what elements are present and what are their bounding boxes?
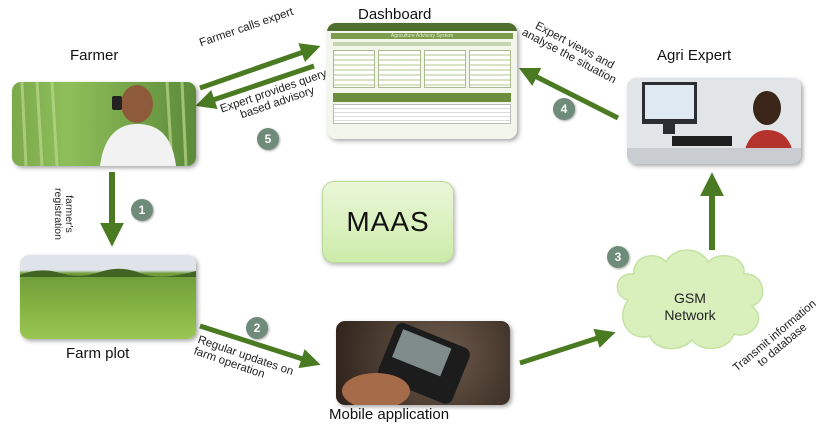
- dashboard-screen-header: Agriculture Advisory System: [331, 33, 513, 39]
- farmer-title: Farmer: [70, 47, 119, 64]
- farmer-photo: [12, 82, 196, 166]
- dashboard-title: Dashboard: [358, 6, 432, 23]
- farm-plot-title: Farm plot: [66, 345, 130, 362]
- step-badge-2: 2: [246, 317, 268, 339]
- mobile-application-title: Mobile application: [329, 406, 450, 423]
- arrow-mobile-to-gsm: [519, 328, 616, 366]
- gsm-label-line1: GSM: [674, 290, 706, 306]
- step-badge-3: 3: [607, 246, 629, 268]
- step-badge-5: 5: [257, 128, 279, 150]
- step-badge-1: 1: [131, 199, 153, 221]
- mobile-application-photo: [336, 321, 510, 405]
- dashboard-screenshot: Agriculture Advisory System: [327, 23, 517, 139]
- farmers-registration-line2: registration: [51, 188, 64, 240]
- arrow-dashboard-to-farmer: [195, 63, 315, 109]
- farm-plot-photo: [20, 255, 196, 339]
- label-farmers-registration: farmer's registration: [51, 186, 75, 242]
- agri-expert-photo: [627, 78, 801, 164]
- farmers-registration-line1: farmer's: [63, 195, 75, 233]
- gsm-network-label: GSM Network: [640, 290, 740, 324]
- arrow-farm-plot-to-mobile: [199, 323, 321, 369]
- step-badge-4: 4: [553, 98, 575, 120]
- maas-center-box: MAAS: [322, 181, 454, 263]
- gsm-cloud: [616, 249, 764, 350]
- arrow-farmer-to-dashboard: [199, 43, 321, 91]
- agri-expert-title: Agri Expert: [657, 47, 732, 64]
- arrow-expert-to-dashboard: [518, 67, 620, 121]
- gsm-label-line2: Network: [664, 306, 716, 323]
